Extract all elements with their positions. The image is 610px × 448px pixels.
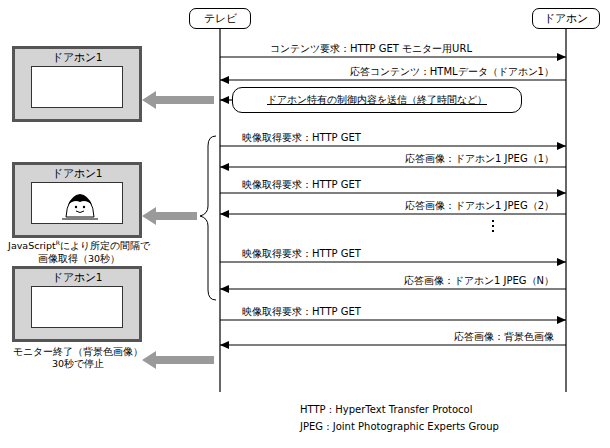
face-eye <box>75 206 77 208</box>
screen-display <box>31 182 123 224</box>
note-text: ドアホン特有の制御内容を送信（終了時間など） <box>267 93 487 107</box>
message-label: 映像取得要求：HTTP GET <box>240 131 363 145</box>
control-note-box: ドアホン特有の制御内容を送信（終了時間など） <box>232 87 522 113</box>
lifeline-header: テレビ <box>189 8 251 29</box>
brace <box>200 136 216 300</box>
message-line <box>220 145 566 146</box>
arrow-head <box>557 142 566 150</box>
visitor-face <box>32 183 128 227</box>
message-line <box>220 192 566 193</box>
face-mouth <box>76 211 84 213</box>
screen-display <box>31 286 123 328</box>
arrow-head <box>557 189 566 197</box>
message-label: 応答画像：ドアホン1 JPEG（2） <box>403 199 556 213</box>
registered-mark: R <box>56 239 60 246</box>
block-arrow <box>142 91 214 109</box>
tv-screen: ドアホン1 <box>12 162 142 238</box>
caption: JavaScriptRにより所定の間隔で 画像取得（30秒） <box>4 239 154 265</box>
caption: モニター終了（背景色画像） 30秒で停止 <box>8 346 148 371</box>
caption-text: モニター終了（背景色画像） 30秒で停止 <box>13 346 143 369</box>
screen-display <box>31 66 123 108</box>
message-label: 応答画像：ドアホン1 JPEG（1） <box>403 152 556 166</box>
arrow-head <box>557 258 566 266</box>
face-eye <box>83 206 85 208</box>
screen-title: ドアホン1 <box>15 167 139 181</box>
arrow-head <box>220 341 229 349</box>
continuation-dots <box>492 220 494 232</box>
arrow-head <box>220 210 229 218</box>
message-label: 応答画像：背景色画像 <box>452 330 556 344</box>
tv-screen: ドアホン1 <box>12 46 142 122</box>
arrow-head <box>220 96 229 104</box>
screen-title: ドアホン1 <box>15 51 139 65</box>
tv-lifeline <box>219 28 220 392</box>
block-arrow <box>142 207 197 225</box>
message-arrow <box>220 96 232 104</box>
block-arrow <box>142 351 214 369</box>
message-line <box>220 79 566 80</box>
lifeline-header: ドアホン <box>532 8 600 29</box>
doorphone-lifeline <box>565 28 566 392</box>
face-shoulders <box>62 219 98 220</box>
arrow-head <box>220 163 229 171</box>
footnote: HTTP : HyperText Transfer Protocol <box>298 404 474 415</box>
message-label: 応答画像：ドアホン1 JPEG（N） <box>402 274 556 288</box>
message-line <box>220 344 566 345</box>
message-label: 応答コンテンツ：HTMLデータ（ドアホン1） <box>348 65 556 79</box>
screen-title: ドアホン1 <box>15 271 139 285</box>
message-label: 映像取得要求：HTTP GET <box>240 178 363 192</box>
arrow-head <box>557 316 566 324</box>
message-label: コンテンツ要求：HTTP GET モニター用URL <box>268 42 474 56</box>
arrow-head <box>557 53 566 61</box>
message-label: 映像取得要求：HTTP GET <box>240 247 363 261</box>
footnote: JPEG : Joint Photographic Experts Group <box>298 421 501 432</box>
face-hair <box>68 194 92 205</box>
arrow-head <box>220 285 229 293</box>
message-line <box>220 261 566 262</box>
message-line <box>220 166 566 167</box>
display-arrow <box>142 91 214 109</box>
message-line <box>220 319 566 320</box>
message-line <box>220 288 566 289</box>
message-label: 映像取得要求：HTTP GET <box>240 305 363 319</box>
message-line <box>220 213 566 214</box>
display-arrow <box>142 207 197 225</box>
arrow-head <box>220 76 229 84</box>
lifeline-name: テレビ <box>204 11 237 26</box>
lifeline-name: ドアホン <box>544 11 588 26</box>
tv-screen: ドアホン1 <box>12 266 142 342</box>
display-arrow <box>142 351 214 369</box>
caption-text: JavaScript <box>8 240 56 251</box>
message-line <box>220 56 566 57</box>
